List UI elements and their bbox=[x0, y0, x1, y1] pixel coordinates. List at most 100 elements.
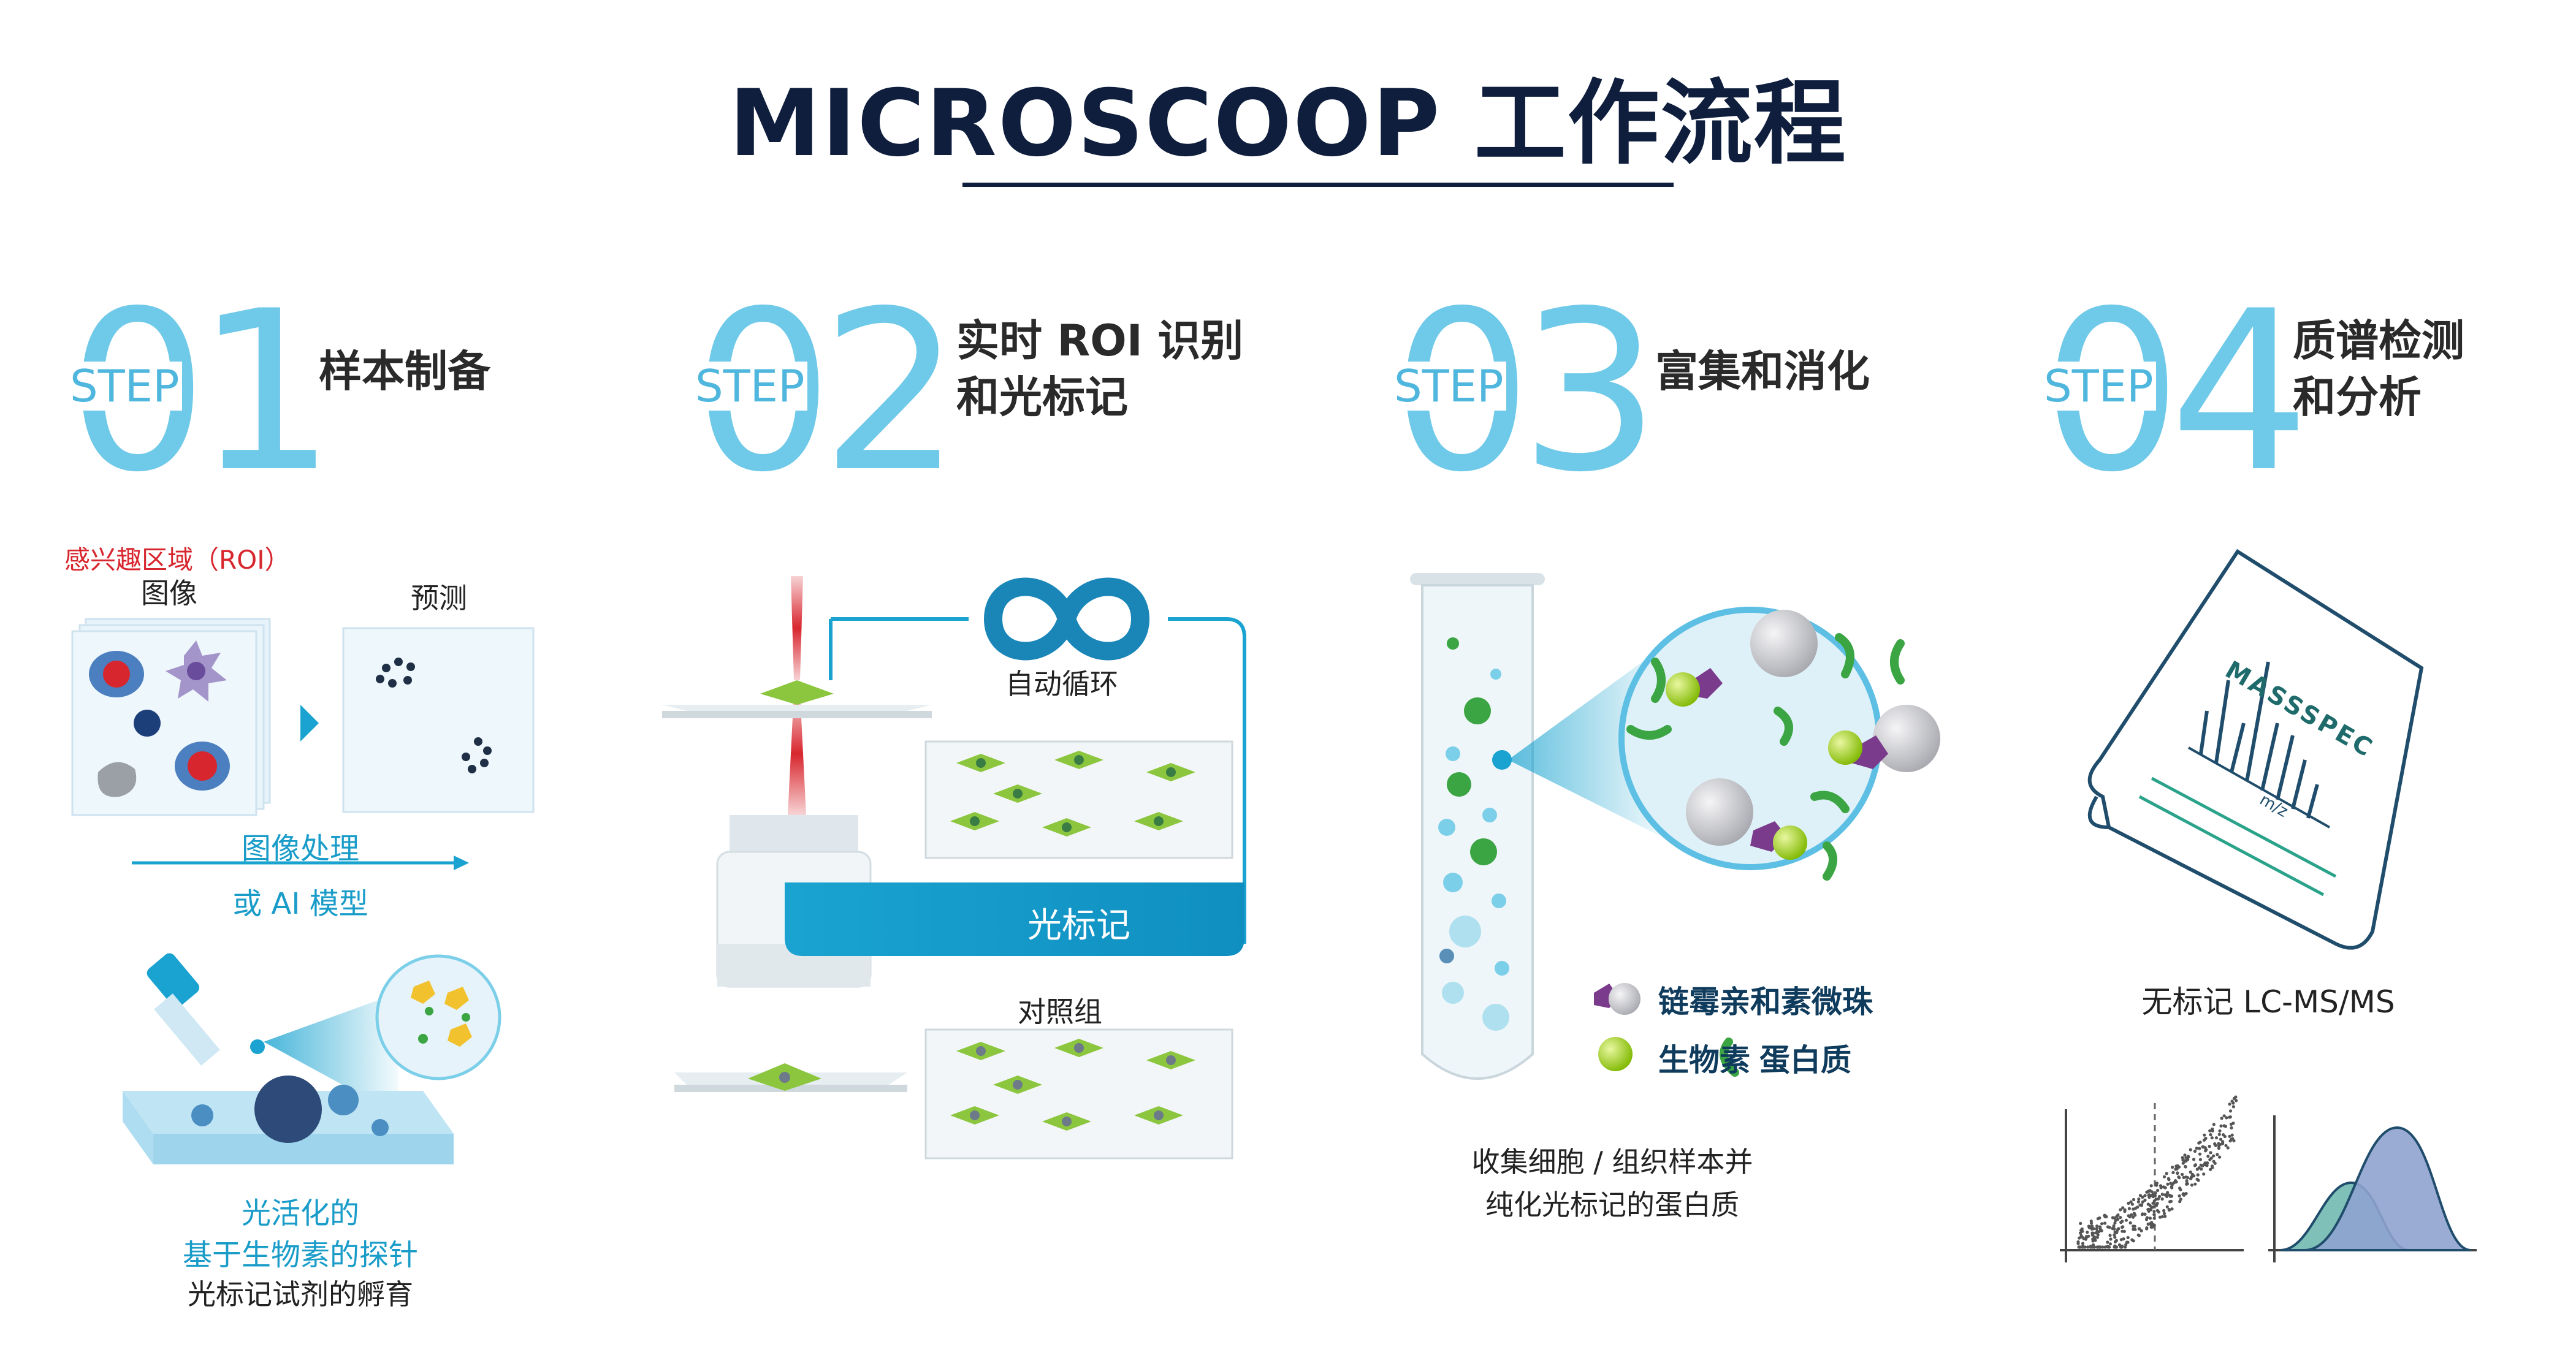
scatter-point bbox=[2163, 1215, 2167, 1218]
scatter-point bbox=[2127, 1207, 2131, 1210]
scatter-point bbox=[2170, 1186, 2174, 1190]
scatter-point bbox=[2157, 1210, 2160, 1214]
scatter-point bbox=[2130, 1213, 2133, 1216]
step-3-word: STEP bbox=[1392, 362, 1506, 411]
scatter-point bbox=[2106, 1245, 2110, 1249]
scatter-point bbox=[2141, 1200, 2144, 1204]
scatter-point bbox=[2177, 1165, 2181, 1169]
scatter-point bbox=[2163, 1193, 2167, 1197]
scatter-point bbox=[2181, 1158, 2185, 1162]
scatter-point bbox=[2138, 1194, 2142, 1197]
scatter-point bbox=[2181, 1193, 2185, 1196]
probe-zoom-icon bbox=[375, 954, 501, 1080]
scatter-point bbox=[2166, 1177, 2170, 1180]
scatter-point bbox=[2217, 1142, 2220, 1145]
image-label: 图像 bbox=[141, 577, 197, 610]
scatter-point bbox=[2165, 1205, 2169, 1209]
scatter-point bbox=[2113, 1233, 2116, 1237]
scatter-point bbox=[2092, 1231, 2095, 1235]
probe-label-2: 基于生物素的探针 bbox=[182, 1238, 418, 1272]
test-tube-icon bbox=[1410, 573, 1545, 1080]
scatter-point bbox=[2210, 1136, 2214, 1140]
scatter-point bbox=[2171, 1166, 2174, 1169]
scatter-point bbox=[2195, 1167, 2199, 1171]
scatter-point bbox=[2086, 1231, 2089, 1234]
scatter-point bbox=[2208, 1145, 2211, 1148]
scatter-point bbox=[2116, 1227, 2120, 1231]
mass-spec-document-icon bbox=[2087, 548, 2424, 950]
scatter-point bbox=[2218, 1155, 2222, 1159]
scatter-point bbox=[2169, 1182, 2173, 1185]
scatter-point bbox=[2168, 1208, 2171, 1212]
scatter-point bbox=[2136, 1200, 2140, 1204]
scatter-point bbox=[2220, 1117, 2224, 1120]
scatter-point bbox=[2081, 1229, 2084, 1233]
scatter-point bbox=[2095, 1230, 2099, 1234]
scatter-point bbox=[2159, 1184, 2163, 1188]
infinity-loop-icon bbox=[983, 577, 1150, 661]
scatter-point bbox=[2132, 1239, 2135, 1243]
scatter-point bbox=[2108, 1234, 2112, 1237]
scatter-point bbox=[2219, 1124, 2223, 1128]
scatter-point bbox=[2132, 1227, 2135, 1231]
scatter-point bbox=[2081, 1245, 2084, 1249]
scatter-point bbox=[2095, 1235, 2099, 1239]
scatter-point bbox=[2228, 1102, 2231, 1106]
scatter-point bbox=[2137, 1227, 2141, 1231]
scatter-point bbox=[2189, 1148, 2192, 1152]
scatter-point bbox=[2145, 1227, 2149, 1231]
scatter-point bbox=[2209, 1156, 2213, 1160]
scatter-point bbox=[2109, 1237, 2113, 1241]
scatter-point bbox=[2199, 1163, 2203, 1167]
scatter-point bbox=[2087, 1224, 2090, 1228]
scatter-point bbox=[2208, 1167, 2212, 1171]
scatter-point bbox=[2126, 1240, 2130, 1244]
scatter-point bbox=[2222, 1114, 2226, 1118]
scatter-point bbox=[2119, 1208, 2122, 1212]
image-stack-icon bbox=[71, 618, 271, 816]
prediction-panel bbox=[342, 627, 535, 813]
auto-loop-label: 自动循环 bbox=[1005, 667, 1118, 700]
scatter-point bbox=[2086, 1245, 2090, 1249]
scatter-point bbox=[2121, 1225, 2124, 1229]
control-label: 对照组 bbox=[1018, 995, 1102, 1028]
step-3-panel: 链霉亲和素微珠 生物素 蛋白质 收集细胞 / 组织样本并 纯化光标记的蛋白质 bbox=[1398, 552, 2011, 1226]
scatter-point bbox=[2116, 1213, 2120, 1217]
scatter-point bbox=[2131, 1215, 2135, 1219]
scatter-point bbox=[2205, 1163, 2209, 1166]
scatter-point bbox=[2136, 1233, 2140, 1237]
scatter-point bbox=[2193, 1163, 2198, 1167]
scatter-point bbox=[2127, 1201, 2130, 1205]
scatter-point bbox=[2128, 1221, 2132, 1225]
scatter-point bbox=[2152, 1210, 2156, 1213]
scatter-point bbox=[2140, 1203, 2144, 1207]
scatter-point bbox=[2162, 1185, 2166, 1189]
scatter-point bbox=[2217, 1147, 2220, 1150]
scatter-point bbox=[2178, 1176, 2181, 1180]
scatter-point bbox=[2209, 1151, 2212, 1155]
scatter-point bbox=[2149, 1184, 2153, 1188]
scatter-point bbox=[2093, 1245, 2097, 1249]
scatter-point bbox=[2231, 1105, 2235, 1109]
photolabel-label: 光标记 bbox=[1027, 906, 1130, 946]
scatter-point bbox=[2198, 1140, 2202, 1144]
scatter-point bbox=[2121, 1206, 2125, 1210]
legend-biotin-label: 生物素 bbox=[1658, 1042, 1750, 1078]
scatter-point bbox=[2179, 1197, 2182, 1201]
scatter-point bbox=[2140, 1229, 2143, 1232]
step-1-word: STEP bbox=[67, 362, 182, 411]
scatter-point bbox=[2143, 1198, 2147, 1202]
step-1-title: 样本制备 bbox=[319, 346, 490, 397]
scatter-point bbox=[2081, 1242, 2085, 1245]
scatter-point bbox=[2124, 1245, 2127, 1249]
scatter-point bbox=[2202, 1172, 2206, 1176]
scatter-point bbox=[2174, 1164, 2178, 1168]
scatter-point bbox=[2154, 1197, 2158, 1201]
scatter-point bbox=[2113, 1235, 2117, 1239]
scatter-point bbox=[2121, 1220, 2124, 1223]
scatter-point bbox=[2136, 1205, 2140, 1209]
scatter-point bbox=[2114, 1219, 2117, 1223]
scatter-point bbox=[2193, 1182, 2197, 1186]
scatter-point bbox=[2216, 1153, 2219, 1156]
scatter-point bbox=[2181, 1161, 2185, 1165]
